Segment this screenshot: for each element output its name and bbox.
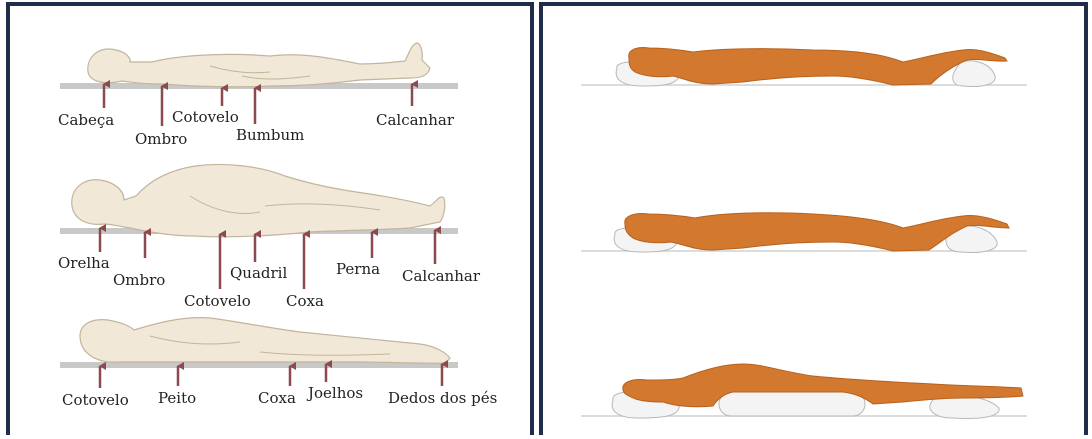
label-prone-cotovelo: Cotovelo [62,391,129,409]
prone-3-pillow-body [719,392,865,416]
label-prone-dedos: Dedos dos pés [388,389,497,407]
lateral-body [72,164,445,236]
label-lateral-coxa: Coxa [286,292,324,310]
supine-figure [60,43,458,89]
label-lateral-calcanhar: Calcanhar [402,267,481,285]
label-supine-cotovelo: Cotovelo [172,108,239,126]
label-lateral-orelha: Orelha [58,254,110,272]
label-lateral-ombro: Ombro [113,271,165,289]
supine-body [88,43,430,87]
label-prone-peito: Peito [158,389,196,407]
lateral-figure [60,164,458,236]
prone-1-body [629,47,1007,85]
pressure-points-panel: Cabeça Ombro Cotovelo Bumbum Calcanhar O… [6,2,534,435]
label-lateral-perna: Perna [336,260,380,278]
label-lateral-quadril: Quadril [230,264,287,282]
prone-body [80,318,450,364]
prone-1-pillow-feet [953,61,995,87]
prone-position-2 [581,213,1027,253]
prone-position-3 [581,364,1027,419]
pressure-points-diagram: Cabeça Ombro Cotovelo Bumbum Calcanhar O… [10,6,530,439]
label-supine-calcanhar: Calcanhar [376,111,455,129]
prone-positioning-diagram [543,6,1084,439]
prone-position-1 [581,47,1027,86]
prone-positioning-panel [539,2,1088,435]
label-prone-coxa: Coxa [258,389,296,407]
label-supine-bumbum: Bumbum [236,126,304,144]
prone-figure [60,318,458,368]
label-prone-joelhos: Joelhos [306,384,363,402]
label-supine-ombro: Ombro [135,130,187,148]
label-lateral-cotovelo: Cotovelo [184,292,251,310]
label-supine-cabeca: Cabeça [58,111,114,129]
